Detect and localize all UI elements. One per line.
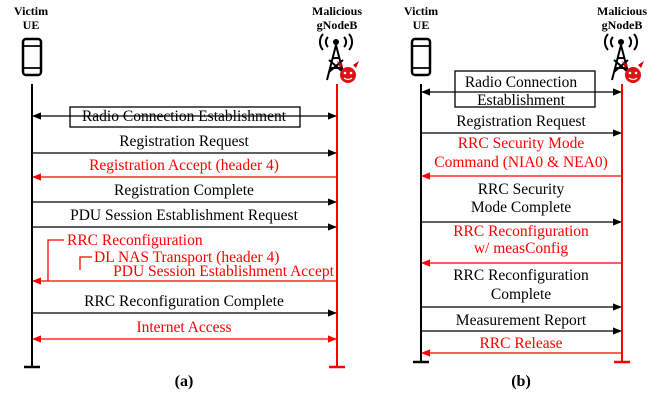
victim-ue-label: Victim: [14, 4, 48, 18]
message: Measurement Report: [422, 312, 622, 335]
message-label: RRC Reconfiguration: [67, 232, 203, 249]
phone-icon: [410, 37, 432, 77]
message-label: Registration Complete: [114, 182, 254, 199]
message-label: Radio Connection: [465, 74, 578, 91]
message-label: Internet Access: [136, 319, 231, 336]
panel-b-caption: (b): [511, 373, 531, 390]
malicious-gnodeb-label: gNodeB: [602, 18, 643, 32]
message-label: DL NAS Transport (header 4): [94, 249, 279, 266]
devil-icon: [337, 61, 359, 83]
group-bracket: [47, 239, 92, 281]
message: Registration Request: [422, 113, 622, 137]
message: Registration Accept (header 4): [32, 157, 336, 181]
malicious-gnodeb-label: Malicious: [312, 4, 362, 18]
panel-b: Victim UE Malicious gNodeB: [404, 4, 647, 390]
message-label: Measurement Report: [456, 312, 587, 329]
panel-a: Victim UE Malicious gNodeB: [14, 4, 362, 390]
victim-ue-label: UE: [23, 18, 40, 32]
message-label: PDU Session Establishment Accept: [113, 263, 335, 280]
message-label: PDU Session Establishment Request: [70, 207, 298, 224]
devil-icon: [622, 61, 644, 83]
panel-b-messages: Radio ConnectionEstablishmentRegistratio…: [421, 70, 622, 357]
message: Radio Connection Establishment: [32, 106, 337, 128]
phone-icon: [21, 37, 43, 77]
message-label: RRC Release: [479, 335, 562, 352]
message: PDU Session Establishment Accept: [32, 263, 336, 285]
message: RRC Reconfiguration Complete: [33, 293, 337, 317]
message-label: Mode Complete: [471, 199, 571, 216]
message-label: Registration Request: [119, 133, 249, 150]
message: PDU Session Establishment Request: [33, 207, 337, 231]
panel-a-messages: Radio Connection EstablishmentRegistrati…: [32, 106, 337, 343]
message-label: RRC Reconfiguration: [453, 223, 589, 240]
message-label: Command (NIA0 & NEA0): [434, 154, 608, 171]
message: Registration Request: [33, 133, 337, 157]
victim-ue-label: Victim: [404, 4, 438, 18]
message: RRC Reconfiguration: [67, 232, 203, 249]
message-label: w/ measConfig: [474, 240, 569, 257]
cell-tower-icon: [604, 33, 638, 81]
message-label: RRC Reconfiguration Complete: [84, 293, 284, 310]
malicious-gnodeb-label: Malicious: [597, 4, 647, 18]
panel-a-caption: (a): [175, 373, 194, 390]
message: Registration Complete: [33, 182, 337, 206]
malicious-gnodeb-label: gNodeB: [317, 18, 358, 32]
message: RRC Release: [421, 335, 621, 357]
message-label: RRC Security: [478, 181, 565, 198]
message-label: Registration Request: [456, 113, 586, 130]
message-label: RRC Reconfiguration: [453, 267, 589, 284]
message: DL NAS Transport (header 4): [94, 249, 279, 266]
victim-ue-label: UE: [413, 18, 430, 32]
cell-tower-icon: [319, 33, 353, 81]
message-label: Complete: [491, 286, 551, 303]
message: Internet Access: [32, 319, 337, 343]
message-label: Registration Accept (header 4): [89, 157, 279, 174]
message-label: RRC Security Mode: [458, 135, 585, 152]
message-label: Establishment: [477, 92, 566, 109]
message-label: Radio Connection Establishment: [82, 108, 287, 125]
